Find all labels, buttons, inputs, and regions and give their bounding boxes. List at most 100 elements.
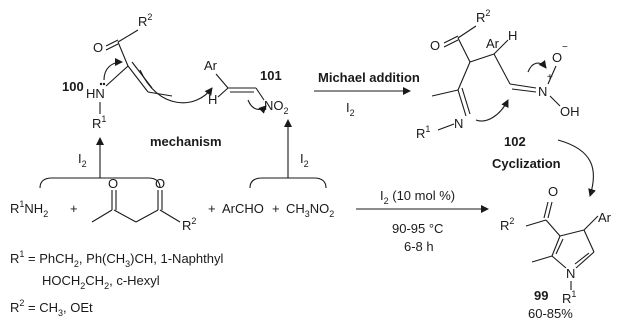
reactant-amine: R1NH2 bbox=[10, 199, 48, 219]
ring-c5-n-inner bbox=[574, 252, 590, 265]
bracket-left bbox=[39, 177, 161, 189]
nitroalkene-ar: Ar bbox=[204, 58, 218, 73]
ring-c2-c3 bbox=[551, 235, 561, 257]
enaminone-cc-double-a bbox=[127, 65, 149, 93]
r1-definition-line2: HOCH2CH2, c-Hexyl bbox=[42, 273, 160, 291]
adduct-r1: R1 bbox=[416, 124, 430, 141]
enaminone-c-r2-bond bbox=[117, 29, 139, 43]
plus-3: + bbox=[272, 201, 280, 216]
r1-definition-line1: R1 = PhCH2, Ph(CH3)CH, 1-Naphthyl bbox=[10, 249, 223, 269]
cyclization-label: Cyclization bbox=[492, 156, 561, 171]
mechanism-label: mechanism bbox=[150, 134, 222, 149]
substituent-definitions: R1 = PhCH2, Ph(CH3)CH, 1-Naphthyl HOCH2C… bbox=[10, 249, 223, 318]
mechanism-brackets: mechanism I2 I2 bbox=[39, 119, 327, 189]
catalyst-label: I2 (10 mol %) bbox=[380, 188, 455, 206]
mechanism-iodine-left: I2 bbox=[78, 151, 87, 169]
bracket-right bbox=[249, 177, 327, 189]
dk-bond-2 bbox=[113, 209, 137, 223]
adduct-o-charge: − bbox=[562, 42, 568, 53]
adduct-cn-double-a bbox=[457, 89, 467, 117]
cyclization-step: Cyclization bbox=[492, 139, 596, 197]
ring-c5-n bbox=[575, 251, 595, 269]
michael-iodine: I2 bbox=[346, 100, 355, 118]
adduct-c-r2-bond bbox=[457, 25, 477, 39]
lone-pair-dot-1 bbox=[99, 82, 103, 86]
product-acyl-ring-bond bbox=[545, 219, 561, 237]
nitroalkene-c-no2-bond bbox=[255, 87, 265, 101]
adduct-n-r1-bond bbox=[437, 123, 455, 131]
dk-bond-3 bbox=[135, 209, 159, 223]
adduct-n-o-minus-bond bbox=[547, 65, 557, 85]
dk-o2: O bbox=[155, 176, 165, 191]
adduct-n-plus: N bbox=[538, 84, 547, 99]
enaminone-nh: HN bbox=[86, 86, 105, 101]
product-pyrrole-99: O R2 Ar N R1 99 60-85% bbox=[500, 184, 612, 321]
adduct-c-cn-bond bbox=[457, 61, 471, 91]
ring-c4-c5 bbox=[583, 229, 595, 253]
ring-c3-c4 bbox=[559, 229, 585, 237]
product-yield: 60-85% bbox=[528, 306, 573, 321]
adduct-102: R2 O Ar H N R1 N + O − OH 102 bbox=[416, 8, 580, 149]
product-co-a bbox=[543, 201, 549, 219]
reactant-nitromethane: CH3NO2 bbox=[286, 201, 334, 219]
enaminone-c-alpha-bond bbox=[117, 41, 129, 67]
nitroalkene-ar-bond bbox=[215, 73, 229, 89]
cyclization-arrow bbox=[557, 139, 596, 197]
adduct-o-minus: O bbox=[552, 50, 562, 65]
enaminone-100: R2 O 100 HN R1 bbox=[62, 12, 213, 131]
adduct-cn-nitronate-b bbox=[511, 88, 537, 93]
dk-bond-r2 bbox=[159, 209, 181, 223]
adduct-cn-nitronate-a bbox=[509, 83, 537, 89]
michael-addition-label: Michael addition bbox=[318, 70, 420, 85]
dk-o1: O bbox=[108, 176, 118, 191]
plus-2: + bbox=[208, 201, 216, 216]
enaminone-r2: R2 bbox=[138, 12, 152, 29]
michael-addition-step: Michael addition I2 bbox=[314, 70, 420, 118]
product-ar: Ar bbox=[598, 210, 612, 225]
compound-number-101: 101 bbox=[260, 68, 282, 83]
product-n: N bbox=[566, 266, 575, 281]
electron-push-arrow-4 bbox=[475, 99, 509, 122]
product-co-b bbox=[547, 201, 553, 219]
compound-number-99: 99 bbox=[534, 288, 548, 303]
enaminone-oxygen: O bbox=[93, 40, 103, 55]
reaction-line: R1NH2 + O O R2 + ArCHO + CH3NO2 I2 (10 m… bbox=[10, 176, 489, 254]
adduct-ch-ch-bond bbox=[493, 53, 511, 85]
electron-push-arrow-5 bbox=[527, 60, 547, 73]
product-c-r2-bond bbox=[525, 219, 547, 227]
electron-push-arrow-3 bbox=[247, 99, 267, 114]
ring-c2-c3-inner bbox=[555, 238, 564, 255]
enaminone-co-bond-b bbox=[105, 43, 119, 51]
adduct-n-charge: + bbox=[547, 72, 553, 83]
adduct-c-ch-bond bbox=[457, 37, 471, 63]
adduct-ar: Ar bbox=[486, 36, 500, 51]
enaminone-co-bond-a bbox=[105, 39, 119, 47]
nitroalkene-h-bond bbox=[217, 87, 229, 98]
adduct-oh: OH bbox=[560, 104, 580, 119]
nitroalkene-h: H bbox=[208, 92, 217, 107]
enaminone-methyl-bond bbox=[147, 91, 173, 97]
electron-push-arrow-2 bbox=[139, 69, 213, 104]
enaminone-r1: R1 bbox=[92, 114, 106, 131]
adduct-ch-h-bond bbox=[493, 39, 509, 55]
dk-r2: R2 bbox=[182, 216, 196, 233]
adduct-ch-ar-bond bbox=[469, 53, 495, 63]
r2-definition-line: R2 = CH3, OEt bbox=[10, 298, 93, 318]
product-ar-bond bbox=[583, 215, 599, 231]
electron-push-arrow-1 bbox=[103, 58, 123, 81]
product-r1: R1 bbox=[562, 289, 576, 306]
compound-number-100: 100 bbox=[62, 79, 84, 94]
adduct-methyl-bond bbox=[431, 89, 459, 97]
product-r2: R2 bbox=[500, 216, 514, 233]
adduct-h: H bbox=[508, 28, 517, 43]
adduct-co-bond-b bbox=[443, 39, 459, 48]
product-oxygen: O bbox=[548, 184, 558, 199]
mechanism-iodine-right: I2 bbox=[300, 151, 309, 169]
adduct-oxygen: O bbox=[430, 38, 440, 53]
lone-pair-dot-2 bbox=[102, 82, 106, 86]
nitroalkene-no2: NO2 bbox=[264, 98, 289, 116]
plus-1: + bbox=[70, 201, 78, 216]
compound-number-102: 102 bbox=[504, 134, 526, 149]
adduct-cn-double-b bbox=[461, 87, 471, 115]
